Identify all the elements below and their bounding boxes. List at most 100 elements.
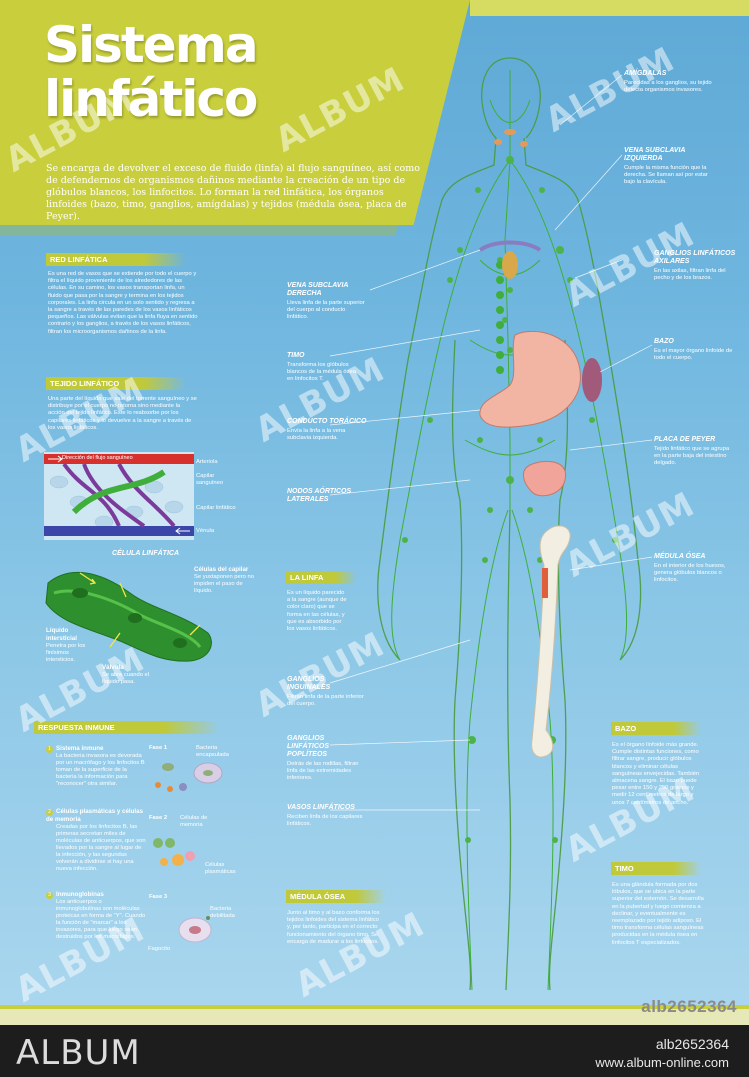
celula-liquido-title: Líquido intersticial (46, 627, 77, 642)
label-ganglios-axilares: GANGLIOS LINFÁTICOS AXILARES En las axil… (654, 250, 736, 282)
subclavian-veins (478, 240, 542, 252)
section-timo-title: TIMO (611, 862, 701, 875)
section-red-title: RED LINFÁTICA (46, 253, 186, 266)
label-ganglios-popliteos-title: GANGLIOS LINFÁTICOS POPLÍTEOS (287, 735, 329, 758)
body-illustration (377, 57, 642, 991)
title-panel (0, 0, 470, 225)
label-vasos: VASOS LINFÁTICOS Reciben linfa de los ca… (287, 804, 367, 828)
respuesta-item-3-title: Inmunoglobinas (56, 891, 104, 898)
respuesta-item-3-text: Los anticuerpos o inmunoglobulinas son m… (56, 899, 146, 940)
celula-liquido-block: Líquido intersticial Penetra por los fin… (46, 627, 98, 664)
celula-valvula-title: Válvula (102, 664, 124, 671)
poster: Sistema linfático Se encarga de devolver… (0, 0, 749, 1005)
fase-2-plasmaticas-label: Células plasmáticas (205, 862, 236, 875)
section-linfa-text: Es un líquido parecido a la sangre (aunq… (287, 590, 347, 633)
label-timo: TIMO Transforma los glóbulos blancos de … (287, 352, 359, 383)
fase-1-illustration (155, 762, 223, 792)
page-title: Sistema linfático (44, 18, 374, 126)
footer-url-link[interactable]: www.album-online.com (595, 1055, 729, 1070)
label-vena-izquierda: VENA SUBCLAVIA IZQUIERDA Cumple la misma… (624, 147, 714, 186)
label-nodos: NODOS AÓRTICOS LATERALES (287, 488, 367, 504)
album-logo[interactable]: ALBUM (16, 1033, 141, 1073)
bottom-accent-line (0, 1005, 749, 1009)
footer-image-id: alb2652364 (655, 1036, 729, 1052)
label-ganglios-axilares-text: En las axilas, filtran linfa del pecho y… (654, 268, 726, 281)
section-timo-text: Es una glándula formada por dos lóbulos,… (612, 882, 704, 946)
label-placa-title: PLACA DE PEYER (654, 436, 716, 443)
label-placa-text: Tejido linfático que se agrupa en la par… (654, 446, 730, 466)
label-amigdalas: AMÍGDALAS Parecidas a los ganglios, su t… (624, 70, 714, 94)
section-linfa-title: LA LINFA (286, 571, 356, 584)
fase-1-label: Fase 1 (149, 745, 168, 751)
respuesta-number-3: 3 (46, 892, 53, 899)
section-bazo-title: BAZO (611, 722, 701, 735)
label-medula: MÉDULA ÓSEA En el interior de los huesos… (654, 553, 736, 584)
fase-2-illustration (153, 838, 195, 866)
label-capilar-linfatico: Capilar linfático (196, 505, 236, 511)
section-tejido-text: Una parte del líquido que sale del torre… (48, 396, 197, 431)
label-timo-title: TIMO (287, 352, 305, 359)
thymus-chain (496, 261, 504, 374)
label-ganglios-popliteos-text: Detrás de las rodillas, filtran linfa de… (287, 761, 359, 781)
label-vena-derecha: VENA SUBCLAVIA DERECHA Lleva linfa de la… (287, 282, 367, 321)
fase-1-bacteria-label: Bacteria encapsulada (196, 745, 229, 758)
celula-capilar-title: Células del capilar (194, 566, 249, 573)
label-ganglios-popliteos: GANGLIOS LINFÁTICOS POPLÍTEOS Detrás de … (287, 735, 367, 782)
label-venula: Vénula (196, 528, 215, 534)
blood-flow-diagram (44, 452, 194, 540)
section-red-text: Es una red de vasos que se extiende por … (48, 271, 198, 335)
body-outline (377, 57, 642, 991)
label-vasos-title: VASOS LINFÁTICOS (287, 804, 355, 811)
intro-text: Se encarga de devolver el exceso de flui… (46, 163, 420, 222)
label-amigdalas-title: AMÍGDALAS (624, 70, 667, 77)
fase-3-bacteria-label: Bacteria debilitada (210, 906, 235, 919)
label-ganglios-inguinales: GANGLIOS INGUINALES Filtran linfa de la … (287, 676, 367, 708)
lymph-network (391, 70, 628, 991)
respuesta-item-2-title: Células plasmáticas y células de memoria (46, 808, 144, 823)
label-ganglios-inguinales-title: GANGLIOS INGUINALES (287, 676, 331, 691)
label-nodos-title: NODOS AÓRTICOS LATERALES (287, 488, 352, 503)
fase-3-label: Fase 3 (149, 894, 168, 900)
label-vasos-text: Reciben linfa de los capilares linfático… (287, 814, 363, 827)
image-code-watermark: alb2652364 (641, 997, 737, 1016)
label-ganglios-inguinales-text: Filtran linfa de la parte inferior del c… (287, 694, 364, 707)
fase-3-illustration (178, 916, 212, 943)
section-medula-text: Junto al timo y al bazo conforma los tej… (287, 910, 380, 945)
label-vena-derecha-text: Lleva linfa de la parte superior del cue… (287, 300, 365, 320)
fase-3-fagocito-label: Fagocito (148, 946, 171, 952)
bottom-band (0, 1005, 749, 1025)
title-line-1: Sistema (44, 16, 259, 74)
respuesta-number-1: 1 (46, 746, 53, 753)
label-vena-izquierda-text: Cumple la misma función que la derecha. … (624, 165, 708, 185)
label-bazo-title: BAZO (654, 338, 674, 345)
spleen-shape (582, 358, 602, 402)
lymph-cell-illustration (45, 571, 212, 662)
section-tejido-title: TEJIDO LINFÁTICO (46, 377, 186, 390)
stomach-shape (479, 330, 581, 428)
label-vena-derecha-title: VENA SUBCLAVIA DERECHA (287, 282, 349, 297)
celula-valvula-text: Se abre cuando el líquido pasa. (102, 672, 150, 685)
label-capilar-sanguineo: Capilar sanguíneo (196, 473, 224, 486)
section-medula-title: MÉDULA ÓSEA (286, 890, 386, 903)
fase-2-label: Fase 2 (149, 815, 168, 821)
title-line-2: linfático (44, 70, 258, 128)
marrow-shape (542, 568, 548, 598)
label-conducto-text: Envía la linfa a la vena subclavia izqui… (287, 428, 346, 441)
flow-direction-label: Dirección del flujo sanguíneo (62, 455, 133, 461)
thymus-shape (502, 251, 518, 279)
label-timo-text: Transforma los glóbulos blancos de la mé… (287, 362, 356, 382)
fase-2-memoria-label: Células de memoria (180, 815, 208, 828)
celula-liquido-text: Penetra por los finísimos intersticios. (46, 643, 86, 663)
label-leader-lines (0, 0, 749, 1005)
amygdala-shape (494, 129, 528, 147)
label-ganglios-axilares-title: GANGLIOS LINFÁTICOS AXILARES (654, 250, 736, 265)
section-respuesta-title: RESPUESTA INMUNE (34, 721, 219, 734)
label-amigdalas-text: Parecidas a los ganglios, su tejido dete… (624, 80, 712, 93)
respuesta-item-1-text: La bacteria invasora es devorada por un … (56, 753, 145, 787)
label-medula-title: MÉDULA ÓSEA (654, 553, 706, 560)
lymph-nodes (402, 156, 618, 843)
footer: ALBUM alb2652364 www.album-online.com (0, 1025, 749, 1077)
section-bazo-text: Es el órgano linfoide más grande. Cumple… (612, 742, 700, 806)
